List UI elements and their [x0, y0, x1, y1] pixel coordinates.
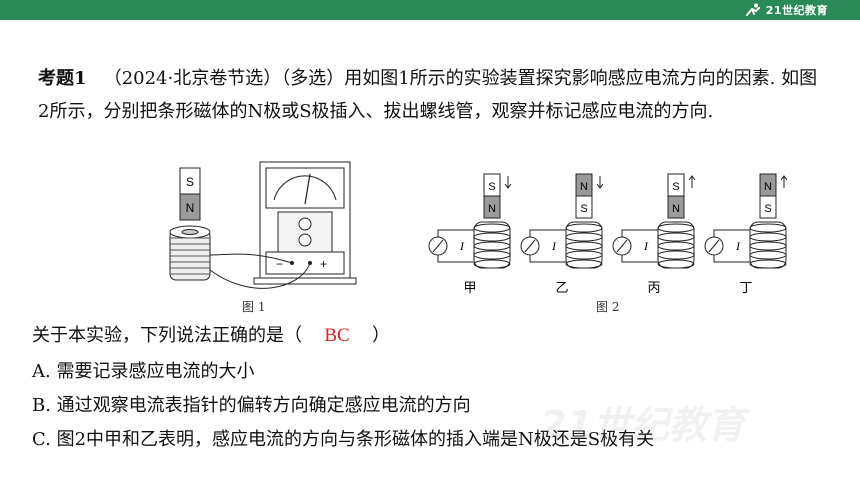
coil-turn — [749, 232, 787, 242]
coil-turn — [749, 241, 787, 251]
option-c[interactable]: C. 图2中甲和乙表明，感应电流的方向与条形磁体的插入端是N极还是S极有关 — [32, 429, 655, 450]
wire — [209, 253, 293, 264]
magnet-top-label: N — [764, 181, 772, 193]
panel-name: 丙 — [647, 281, 660, 296]
panel-3: I SN 丙 — [612, 173, 696, 296]
question-label: 考题1 — [38, 68, 87, 89]
panel-1: I SN 甲 — [428, 173, 512, 296]
coil-turn — [473, 232, 511, 242]
magnet-bottom — [575, 195, 593, 219]
coil-turn — [565, 241, 603, 251]
coil-turn — [565, 259, 603, 269]
wire — [621, 255, 662, 263]
panel-name: 乙 — [555, 281, 568, 296]
coil-turn — [749, 223, 787, 233]
coil-turn — [657, 241, 695, 251]
panel-4: I NS 丁 — [704, 173, 788, 296]
magnet-bottom — [667, 195, 685, 219]
coil-turn — [565, 223, 603, 233]
panel-2: I NS 乙 — [520, 173, 604, 296]
coil-turn — [657, 223, 695, 233]
prompt-text: 关于本实验，下列说法正确的是（ — [32, 325, 302, 346]
magnet-bottom — [483, 195, 501, 219]
option-a[interactable]: A. 需要记录感应电流的大小 — [32, 361, 255, 382]
brand-logo: 21世纪教育 — [744, 2, 828, 18]
arrow-up-icon — [780, 175, 788, 188]
coil-turn — [565, 250, 603, 260]
coil-turn — [657, 250, 695, 260]
arrow-down-icon — [596, 176, 604, 189]
wire — [437, 255, 478, 263]
figure-1-caption: 图 1 — [242, 300, 266, 314]
runner-icon — [745, 3, 760, 16]
option-b[interactable]: B. 通过观察电流表指针的偏转方向确定感应电流的方向 — [32, 395, 471, 416]
coil-turn — [473, 259, 511, 269]
ammeter-needle — [708, 239, 720, 253]
bar-magnet: S N — [179, 167, 201, 221]
current-label: I — [735, 239, 741, 253]
question-source: （2024·北京卷节选）（多选） — [103, 68, 345, 89]
magnet-bottom-label: S — [764, 203, 771, 215]
wire — [209, 262, 311, 289]
prompt-close: ） — [372, 325, 390, 346]
coil-turn — [473, 241, 511, 251]
wire — [713, 255, 754, 263]
magnet-bottom-label: N — [672, 203, 680, 215]
coil-turn — [473, 250, 511, 260]
coil-turn — [749, 250, 787, 260]
figure-2-caption: 图 2 — [596, 300, 620, 314]
question-body: 用如图1所示的实验装置探究影响感应电流方向的因素. 如图2所示，分别把条形磁体的… — [38, 68, 818, 122]
coil-turn — [657, 232, 695, 242]
magnet-top-label: N — [580, 181, 588, 193]
watermark-text: 21世纪教育 — [540, 403, 751, 447]
prompt-line: 关于本实验，下列说法正确的是（ BC ） — [32, 322, 390, 350]
panel-name: 甲 — [463, 281, 476, 296]
magnet-top-label: S — [488, 181, 495, 193]
plus-terminal-label: + — [320, 257, 327, 271]
ammeter-needle — [524, 239, 536, 253]
wire — [621, 229, 662, 237]
figure-1: S N − + — [169, 161, 357, 289]
current-label: I — [551, 239, 557, 253]
coil-turn — [473, 223, 511, 233]
wire — [529, 255, 570, 263]
header-bar: 21世纪教育 — [0, 0, 860, 20]
magnet-bottom — [759, 195, 777, 219]
ammeter-needle — [616, 239, 628, 253]
coil-turn — [565, 232, 603, 242]
ammeter-needle — [432, 239, 444, 253]
wire — [713, 229, 754, 237]
minus-terminal-label: − — [276, 257, 283, 271]
arrow-up-icon — [688, 175, 696, 188]
galvanometer: − + — [253, 161, 357, 285]
watermark: 21世纪教育 — [540, 403, 751, 447]
coil-turn — [749, 259, 787, 269]
magnet-top-label: S — [186, 175, 194, 189]
current-label: I — [643, 239, 649, 253]
coil — [169, 225, 211, 281]
magnet-bottom-label: N — [186, 201, 195, 215]
magnet-bottom-label: S — [580, 203, 587, 215]
question-text: 考题1 （2024·北京卷节选）（多选）用如图1所示的实验装置探究影响感应电流方… — [38, 62, 828, 128]
brand-text: 21世纪教育 — [765, 4, 828, 17]
current-label: I — [459, 239, 465, 253]
wire — [437, 229, 478, 237]
answer-text: BC — [324, 325, 350, 346]
magnet-top-label: S — [672, 181, 679, 193]
arrow-down-icon — [504, 176, 512, 189]
magnet-bottom-label: N — [488, 203, 496, 215]
wire — [529, 229, 570, 237]
panel-name: 丁 — [739, 281, 752, 296]
coil-turn — [657, 259, 695, 269]
